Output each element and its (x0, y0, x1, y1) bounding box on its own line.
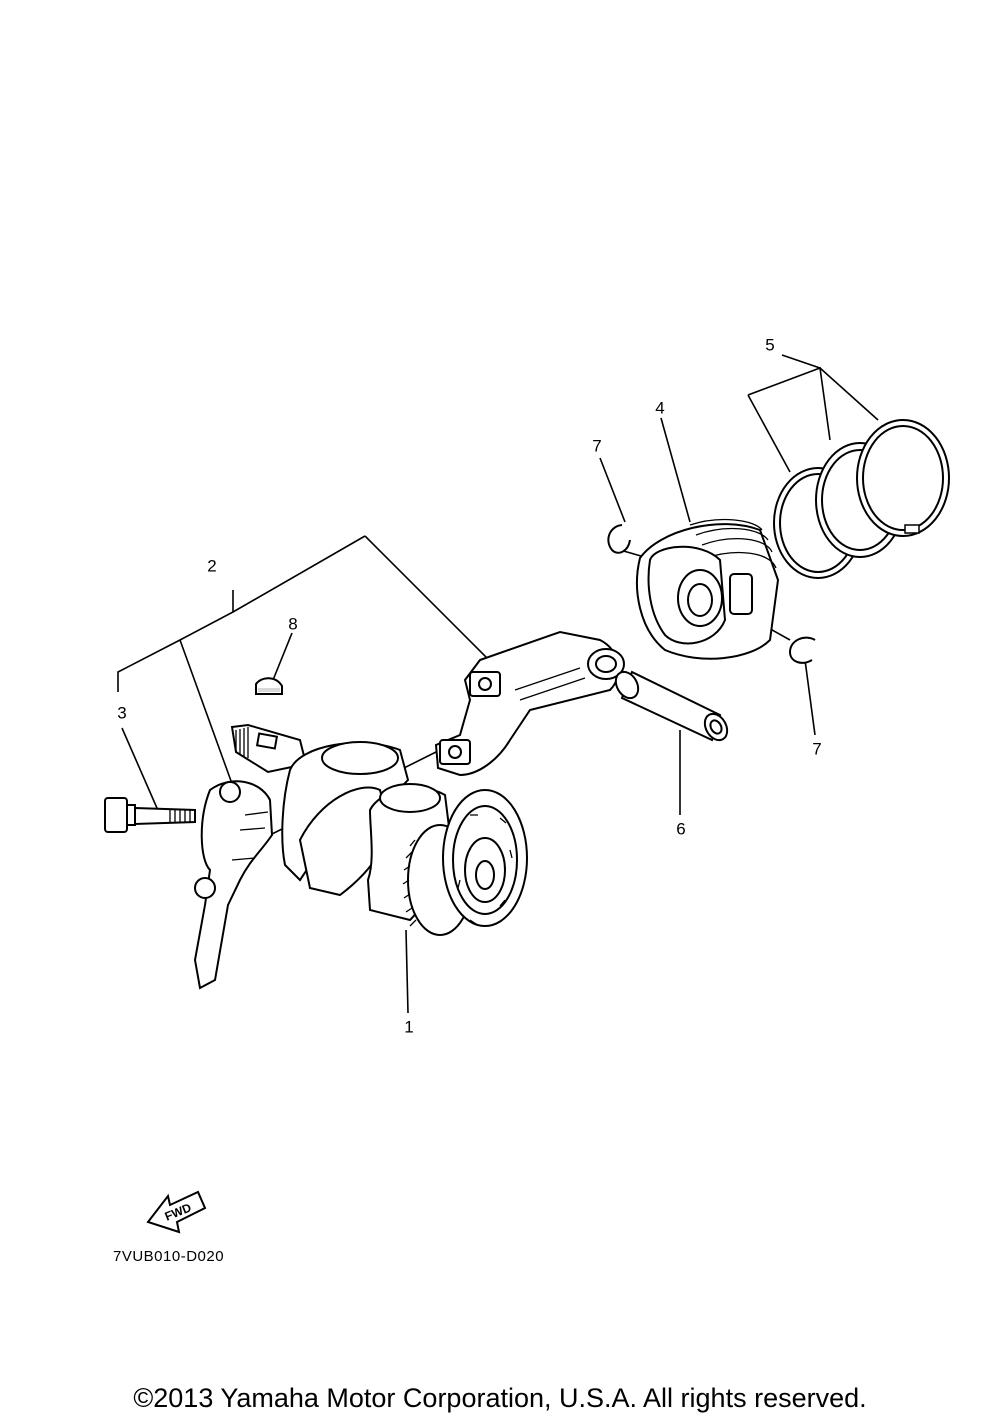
callout-8: 8 (288, 614, 298, 634)
fwd-arrow-icon: FWD (146, 1190, 207, 1234)
copyright-notice: ©2013 Yamaha Motor Corporation, U.S.A. A… (133, 1383, 867, 1413)
circlips (607, 524, 816, 664)
piston-pin (614, 670, 729, 742)
woodruff-key (255, 677, 283, 695)
callout-1: 1 (404, 1017, 414, 1037)
crankshaft (230, 723, 528, 936)
callout-3: 3 (117, 703, 127, 723)
piston (636, 518, 780, 660)
callout-7-right: 7 (812, 739, 822, 759)
piston-rings (773, 419, 950, 579)
connecting-rod (434, 630, 625, 777)
callout-6: 6 (676, 819, 686, 839)
callout-2: 2 (207, 556, 217, 576)
callout-5: 5 (765, 335, 775, 355)
callout-4: 4 (655, 398, 665, 418)
callout-7-top: 7 (592, 436, 602, 456)
bolt (104, 797, 196, 833)
rod-cap (193, 780, 274, 990)
diagram-code: 7VUB010-D020 (113, 1248, 225, 1265)
